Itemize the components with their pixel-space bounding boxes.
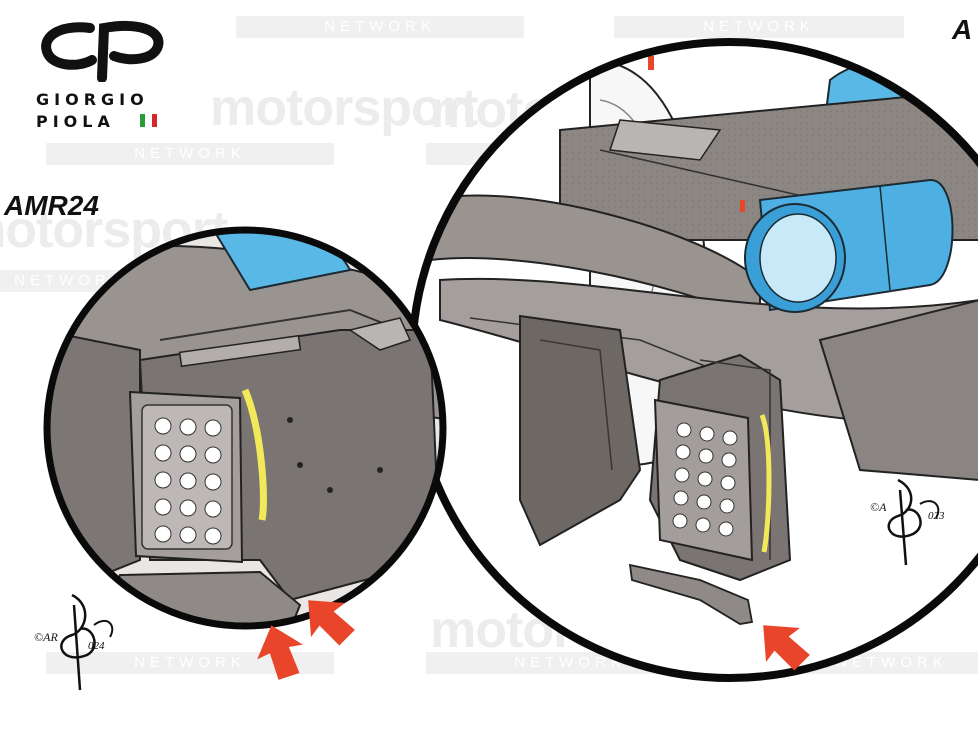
- watermark-network-bar: NETWORK: [614, 16, 904, 38]
- arrow-icon: [257, 625, 303, 680]
- car-label-right: A: [952, 14, 973, 45]
- watermark-network-bar: NETWORK: [236, 16, 524, 38]
- signature-text-left: ©AR: [34, 630, 58, 644]
- giorgio-piola-logo-icon: [41, 21, 164, 82]
- signature-icon: [60, 593, 114, 691]
- signature-icon: [887, 478, 940, 566]
- signature-text-right: ©A: [870, 500, 887, 514]
- watermark-text: motorsport: [210, 79, 478, 137]
- car-label-left: AMR24: [4, 190, 99, 221]
- watermark-network-bar: NETWORK: [46, 652, 334, 674]
- brand-name-line2: PIOLA: [36, 112, 115, 131]
- arrow-icon: [763, 625, 810, 671]
- signature-year-right: 023: [928, 510, 945, 522]
- brand-name-line1: GIORGIO: [36, 90, 149, 109]
- watermark-network-bar: NETWORK: [46, 143, 334, 165]
- italian-flag-icon: [140, 114, 162, 127]
- arrow-icon: [308, 600, 355, 646]
- signature-year-left: 024: [88, 640, 105, 652]
